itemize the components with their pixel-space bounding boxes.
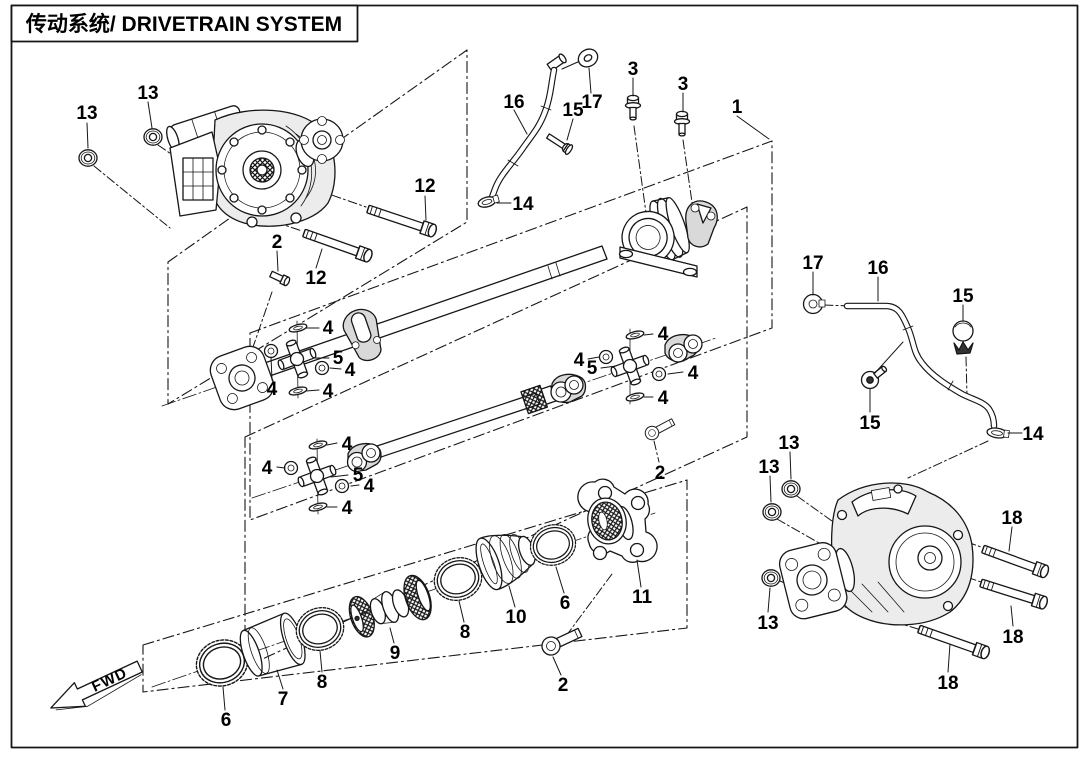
callout-15: 15 [859, 413, 881, 434]
title-box [10, 4, 359, 43]
callout-14: 14 [1022, 424, 1044, 445]
callout-4: 4 [658, 388, 669, 409]
center-support-bearing [618, 197, 718, 278]
callout-2: 2 [272, 232, 283, 253]
fwd-label: FWD [89, 664, 130, 695]
callout-18: 18 [937, 673, 958, 694]
callout-3: 3 [678, 74, 689, 95]
callout-7: 7 [278, 689, 289, 710]
cv-joint-parts [189, 478, 658, 694]
callout-17: 17 [581, 92, 602, 113]
callout-4: 4 [688, 363, 699, 384]
u-joint-cluster-rear [598, 328, 703, 443]
callout-18: 18 [1001, 508, 1022, 529]
callout-11: 11 [632, 587, 653, 608]
companion-flange [577, 478, 658, 563]
callout-4: 4 [342, 434, 353, 455]
callout-13: 13 [137, 83, 158, 104]
leader-stub-lines [86, 67, 1023, 711]
callout-5: 5 [587, 358, 598, 379]
rear-differential [778, 482, 974, 626]
callout-13: 13 [758, 457, 779, 478]
callout-1: 1 [732, 97, 743, 118]
callout-5: 5 [353, 465, 364, 486]
callout-2: 2 [558, 675, 569, 696]
callout-6: 6 [221, 710, 232, 731]
callout-4: 4 [262, 458, 273, 479]
callout-9: 9 [390, 643, 401, 664]
callout-4: 4 [345, 360, 356, 381]
rear-breather-hose [802, 293, 1010, 439]
callout-2: 2 [655, 463, 666, 484]
page-border [10, 4, 1079, 749]
callout-16: 16 [867, 258, 888, 279]
callout-8: 8 [460, 622, 471, 643]
callout-18: 18 [1002, 627, 1023, 648]
callout-13: 13 [76, 103, 97, 124]
u-joint-cluster-bottom [283, 438, 382, 515]
callout-13: 13 [757, 613, 778, 634]
u-joint-cluster-front [209, 308, 382, 411]
callout-4: 4 [658, 324, 669, 345]
callout-5: 5 [333, 348, 344, 369]
callout-13: 13 [778, 433, 799, 454]
callout-3: 3 [628, 59, 639, 80]
fwd-direction-arrow: FWD [50, 660, 143, 711]
front-differential [166, 105, 345, 228]
front-mount-nuts [78, 128, 163, 167]
callout-16: 16 [503, 92, 524, 113]
propeller-shaft-rear [371, 373, 587, 459]
callout-4: 4 [574, 350, 585, 371]
callout-4: 4 [364, 476, 375, 497]
front-breather-hose [477, 48, 599, 208]
callout-12: 12 [414, 176, 435, 197]
callout-6: 6 [560, 593, 571, 614]
callout-15: 15 [952, 286, 974, 307]
callout-4: 4 [267, 379, 278, 400]
callout-14: 14 [512, 194, 534, 215]
callout-12: 12 [305, 268, 326, 289]
center-bearing-bolts [624, 94, 691, 137]
callout-4: 4 [342, 498, 353, 519]
callout-8: 8 [317, 672, 328, 693]
callout-10: 10 [505, 607, 526, 628]
callout-17: 17 [802, 253, 823, 274]
page-title: 传动系统/ DRIVETRAIN SYSTEM [25, 12, 342, 36]
callout-15: 15 [562, 100, 584, 121]
callout-4: 4 [323, 381, 334, 402]
callout-4: 4 [323, 318, 334, 339]
